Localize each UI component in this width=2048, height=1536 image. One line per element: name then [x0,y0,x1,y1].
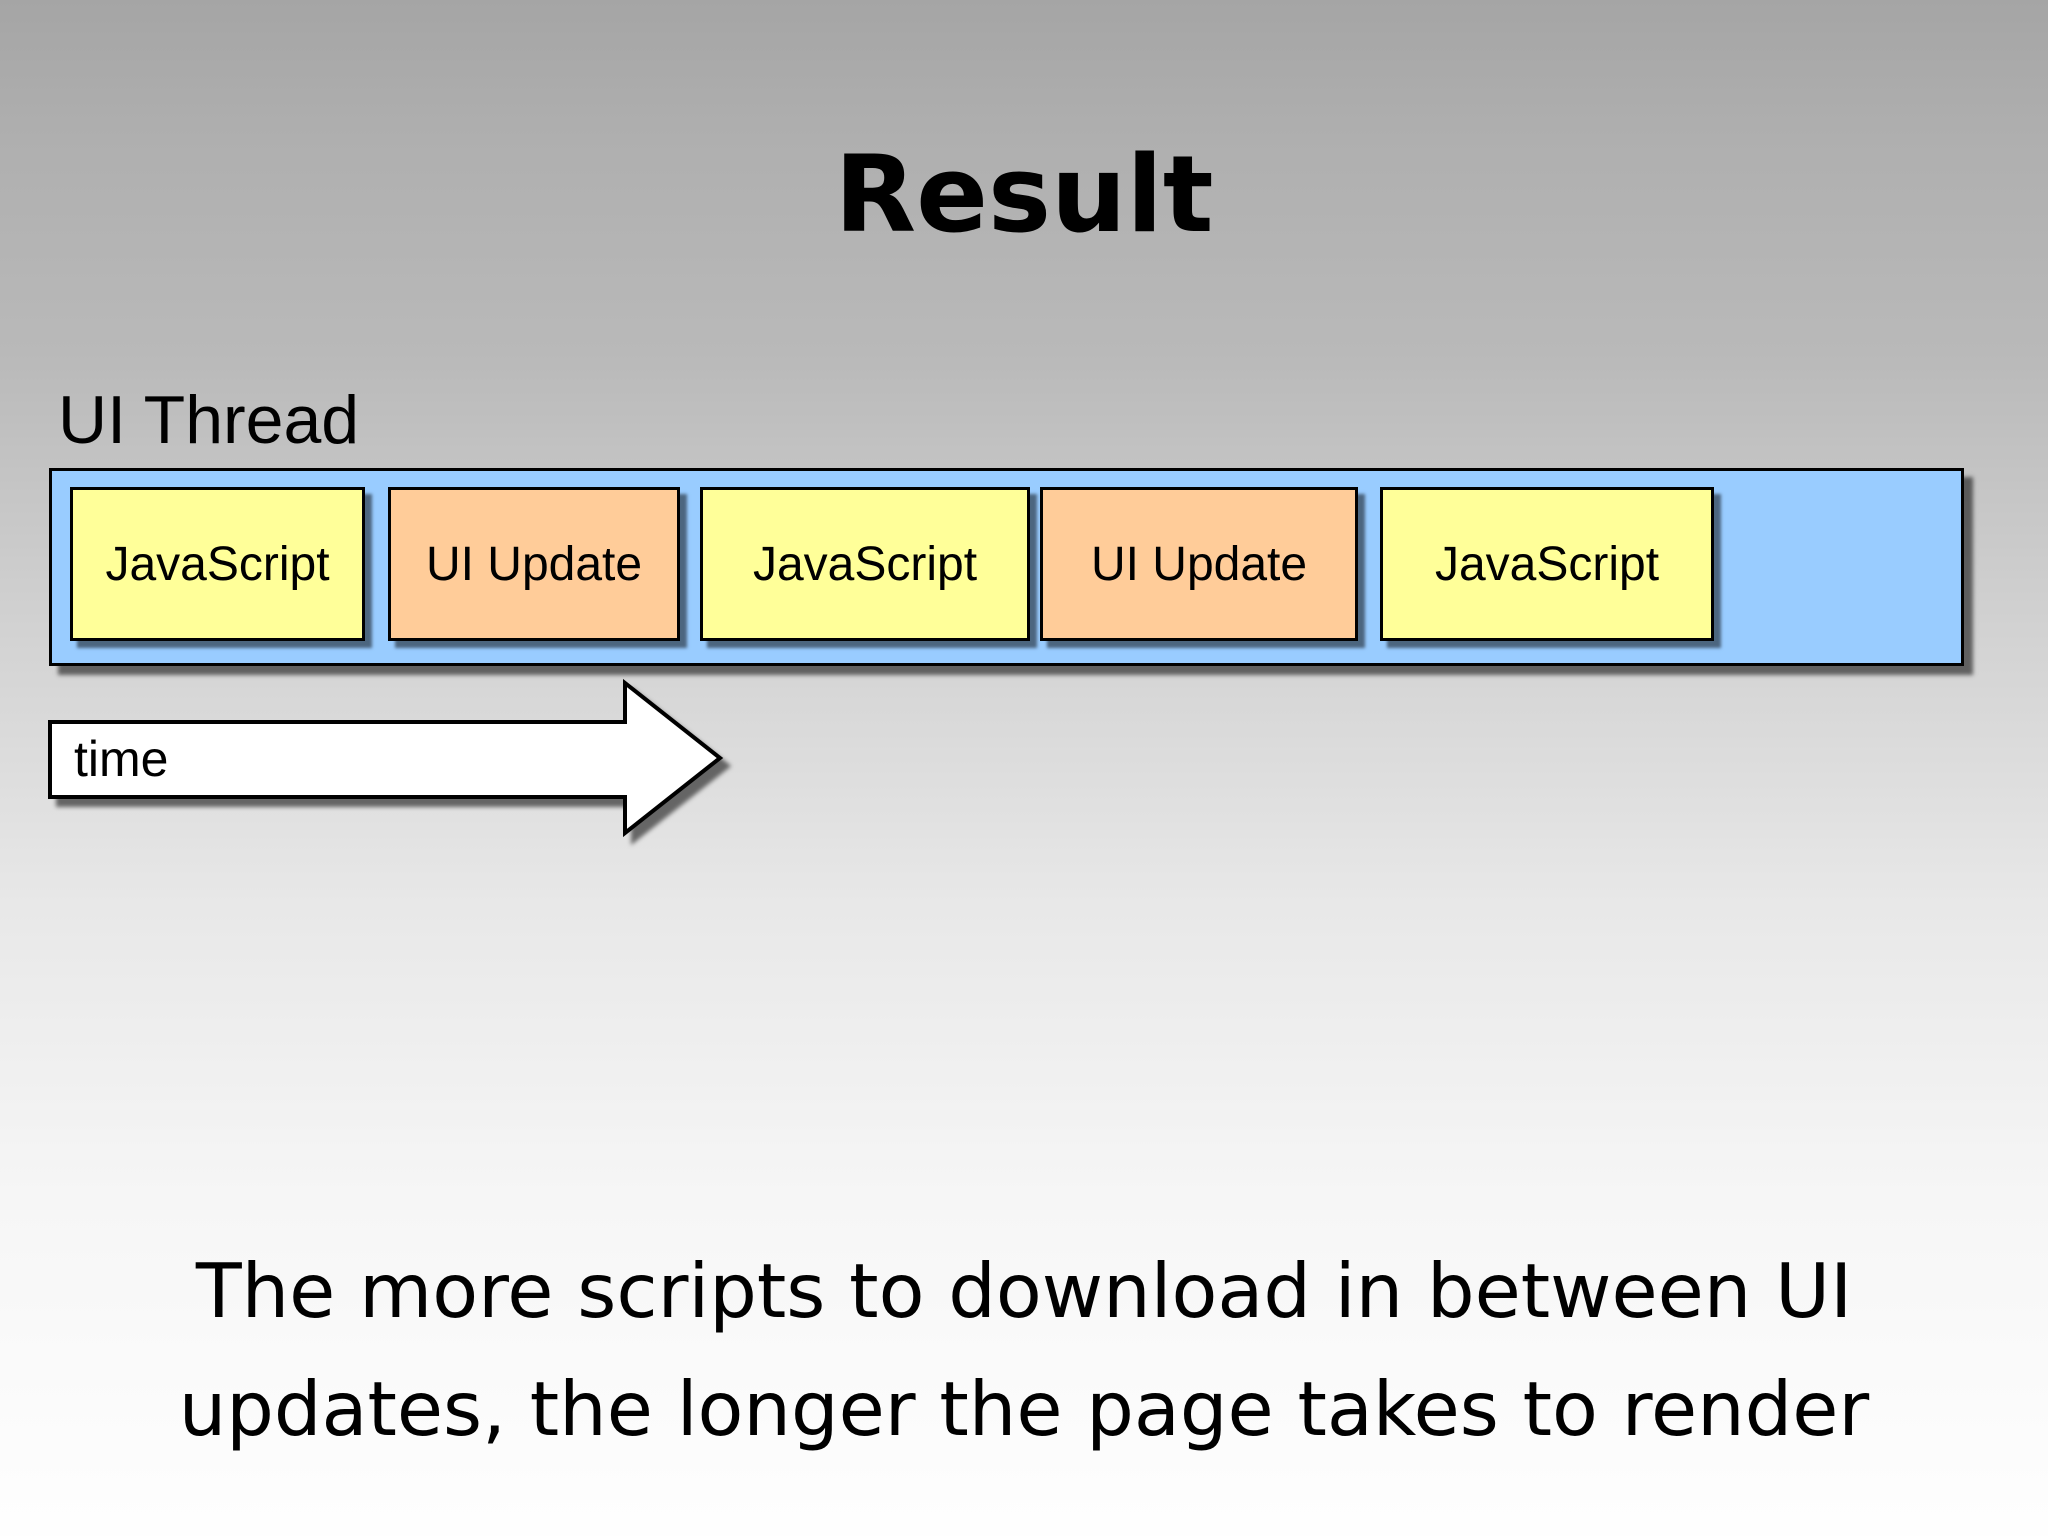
timeline-block-javascript: JavaScript [1380,487,1714,641]
timeline-block-javascript: JavaScript [700,487,1030,641]
slide-body-text: The more scripts to download in between … [0,1232,2048,1468]
ui-thread-bar: JavaScript UI Update JavaScript UI Updat… [49,468,1964,666]
time-arrow-shape [48,678,724,838]
ui-thread-label: UI Thread [58,382,360,458]
timeline-block-javascript: JavaScript [70,487,365,641]
slide-title: Result [834,133,1214,256]
timeline-block-ui-update: UI Update [1040,487,1358,641]
body-text-line-2: updates, the longer the page takes to re… [178,1365,1870,1453]
timeline-block-ui-update: UI Update [388,487,680,641]
body-text-line-1: The more scripts to download in between … [195,1247,1853,1335]
time-arrow [48,678,724,838]
time-arrow-label: time [74,731,169,787]
